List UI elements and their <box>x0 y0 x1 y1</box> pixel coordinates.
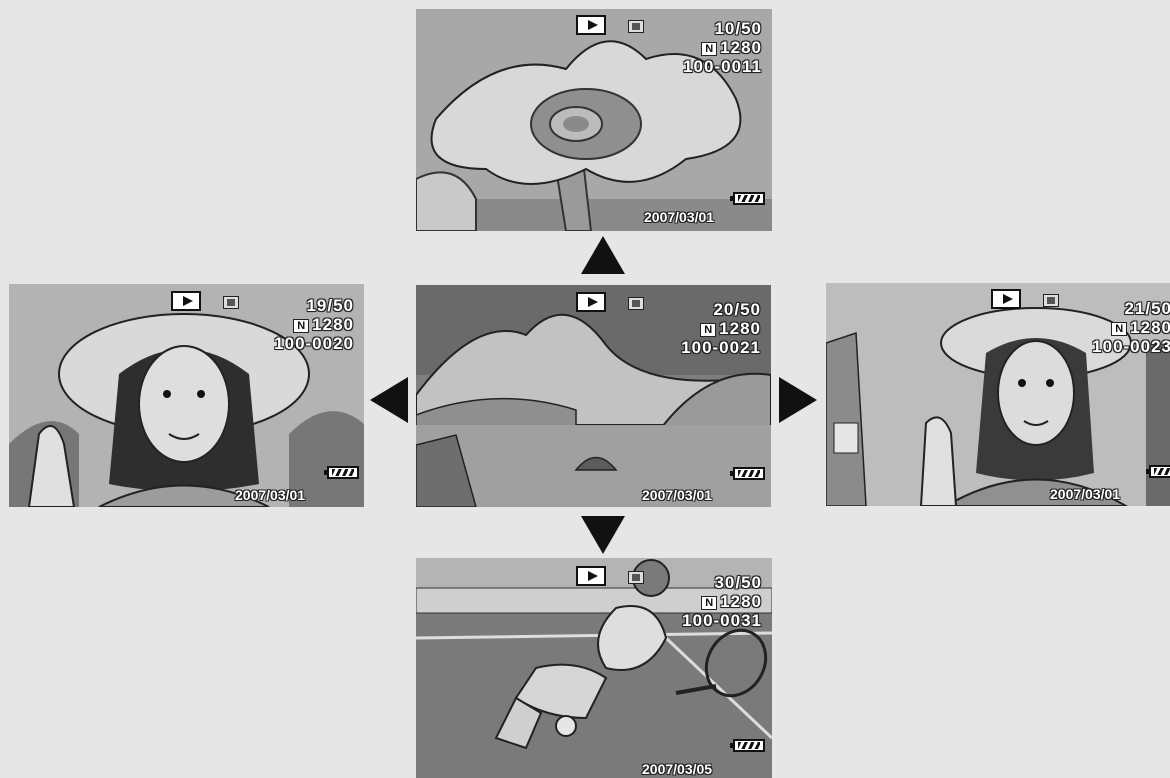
up-arrow-icon[interactable] <box>581 236 625 274</box>
left-arrow-icon[interactable] <box>370 377 408 423</box>
landscape-photo <box>416 285 771 507</box>
right-arrow-icon[interactable] <box>779 377 817 423</box>
woman-hat-photo <box>9 284 364 507</box>
woman-pagoda-photo <box>826 283 1170 506</box>
tennis-photo <box>416 558 772 778</box>
down-arrow-icon[interactable] <box>581 516 625 554</box>
flower-photo <box>416 9 772 231</box>
